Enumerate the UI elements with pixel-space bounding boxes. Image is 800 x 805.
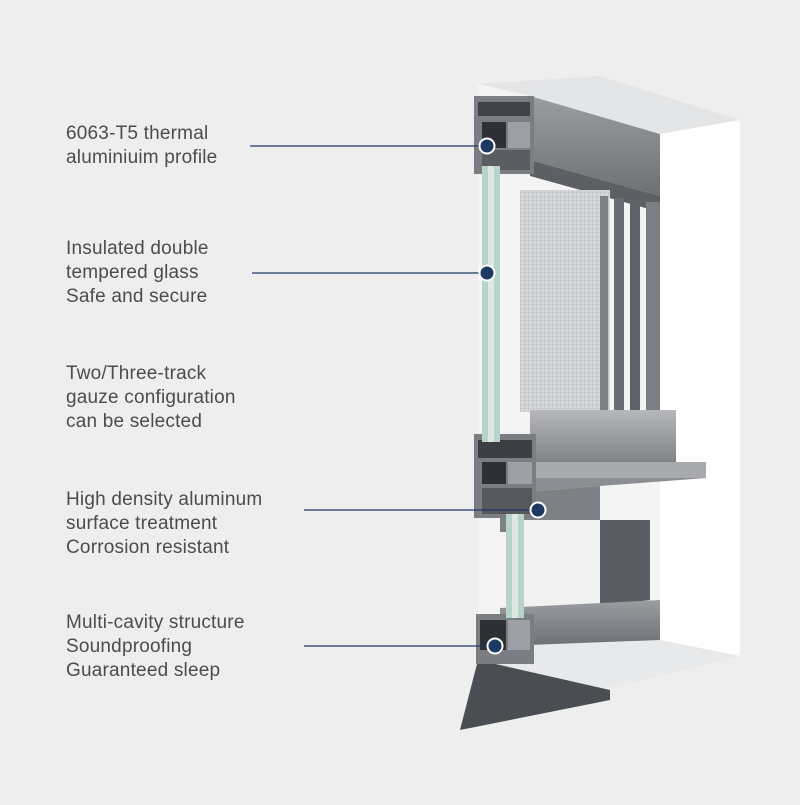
callout-surface-treatment: High density aluminum surface treatment … [66,488,262,560]
profile-section-middle [474,434,536,518]
callout-line: surface treatment [66,513,218,534]
callout-line: Safe and secure [66,286,208,307]
callout-line: Corrosion resistant [66,537,230,558]
profile-section-top [474,96,534,174]
head-frame [530,96,660,212]
callout-line: gauze configuration [66,387,236,408]
callout-multi-cavity: Multi-cavity structure Soundproofing Gua… [66,611,245,683]
callout-line: High density aluminum [66,489,263,510]
marker-4 [529,501,547,519]
callout-line: 6063-T5 thermal [66,123,209,144]
callout-line: Soundproofing [66,636,193,657]
leader-lines [250,145,538,647]
profile-section-bottom [476,614,534,664]
double-glazing [482,166,524,618]
fly-screen-mesh [520,190,610,412]
callout-line: Guaranteed sleep [66,660,221,681]
callout-line: Insulated double [66,238,209,259]
callout-line: can be selected [66,411,203,432]
bottom-sill [460,660,610,730]
marker-1 [478,137,496,155]
callout-line: Multi-cavity structure [66,612,245,633]
marker-2 [478,264,496,282]
callout-thermal-profile: 6063-T5 thermal aluminiuim profile [66,122,217,170]
marker-5 [486,637,504,655]
callout-gauze-tracks: Two/Three-track gauze configuration can … [66,362,236,434]
screen-tracks [600,196,660,412]
callout-tempered-glass: Insulated double tempered glass Safe and… [66,237,209,309]
lower-sash [500,520,660,646]
callout-markers [478,137,547,655]
callout-line: tempered glass [66,262,199,283]
callout-line: Two/Three-track [66,363,207,384]
callout-line: aluminiuim profile [66,147,218,168]
